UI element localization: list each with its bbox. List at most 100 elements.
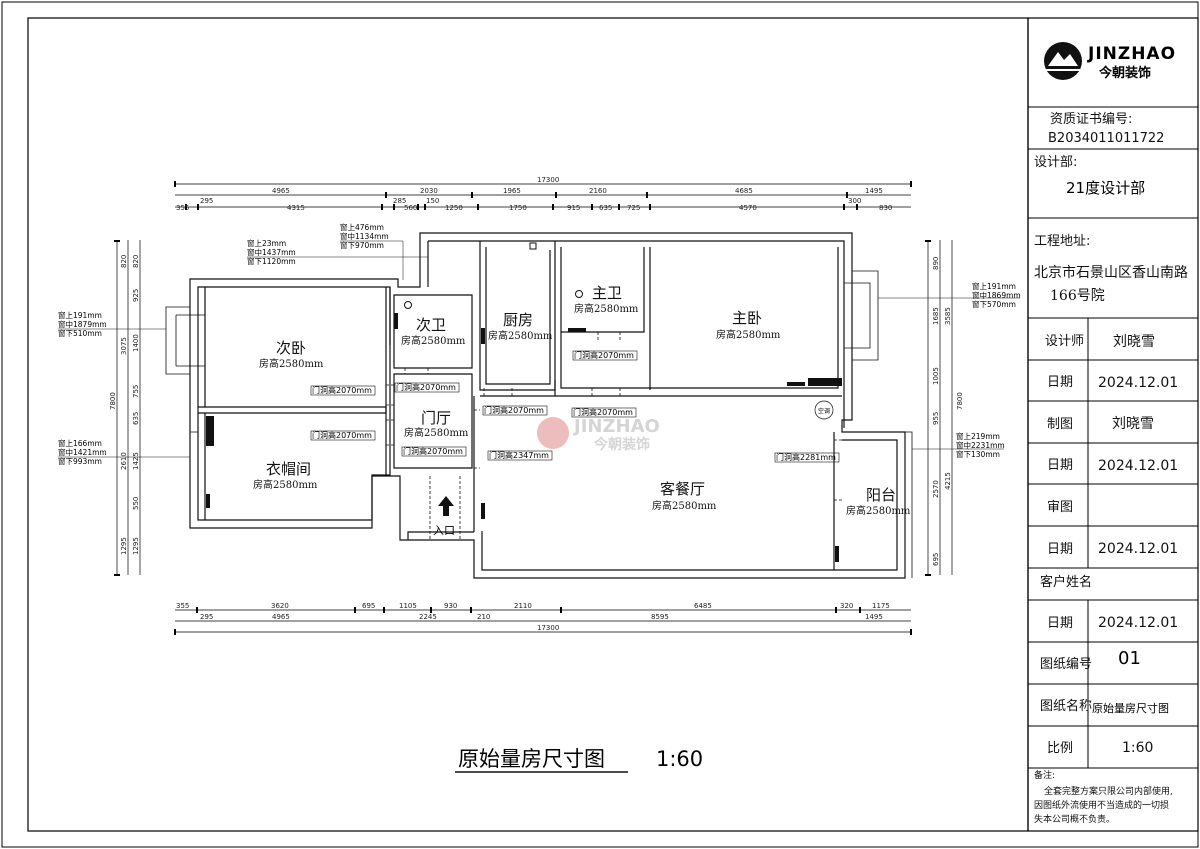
master-bath-name: 主卫 <box>592 284 622 302</box>
dim-top-r2-13: 300 <box>848 197 861 205</box>
dim-bot-r1-6: 2110 <box>514 602 532 610</box>
dim-top-r2-8: 1750 <box>509 204 527 212</box>
drawing-no-label: 图纸编号 <box>1040 657 1092 672</box>
dim-bot-r1-7: 6485 <box>694 602 712 610</box>
door-height-9: 门洞高2281mm <box>776 452 836 462</box>
designer-value: 刘晓雪 <box>1113 334 1155 350</box>
drafter-value: 刘晓雪 <box>1112 416 1154 432</box>
ac-label: 空调 <box>818 407 830 415</box>
vertical-dimension-texts: 7800 820 3075 2610 1295 820 925 1400 755… <box>109 255 964 566</box>
date1-label: 日期 <box>1047 375 1073 390</box>
dim-top-r2-1: 355 <box>176 204 189 212</box>
window-bays <box>165 270 913 578</box>
dim-right-r2-1: 890 <box>932 257 940 270</box>
fixtures <box>206 313 842 562</box>
dimension-lines <box>116 183 953 633</box>
second-bath-height: 房高2580mm <box>401 334 466 347</box>
door-height-6: 门洞高2070mm <box>573 407 633 417</box>
dim-left-total: 7800 <box>109 392 117 410</box>
drawing-frame <box>27 17 1029 832</box>
win-top-center-1: 窗上476mm <box>340 222 384 232</box>
kitchen-height: 房高2580mm <box>488 329 553 342</box>
dim-left-r2-5: 635 <box>132 412 140 425</box>
dim-right-r2-4: 955 <box>932 412 940 425</box>
door-openings <box>386 332 842 540</box>
second-bedroom-name: 次卧 <box>276 339 306 357</box>
drawing-scale: 1:60 <box>656 747 703 771</box>
logo-text-cn: 今朝装饰 <box>1098 65 1151 81</box>
dim-right-r2-6: 695 <box>932 553 940 566</box>
dim-bot-r1-9: 1175 <box>872 602 890 610</box>
balcony-radiator-icon <box>835 546 839 562</box>
win-top-left-2: 窗中1437mm <box>247 247 296 257</box>
win-right-lower-2: 窗中2231mm <box>956 440 1005 450</box>
dim-left-r1-3: 2610 <box>120 452 128 470</box>
master-bath-height: 房高2580mm <box>574 302 639 315</box>
designer-label: 设计师 <box>1045 334 1084 349</box>
notes-line-1: 全套完整方案只限公司内部使用, <box>1044 785 1173 797</box>
dim-top-r1-1: 4965 <box>272 187 290 195</box>
win-left-lower-1: 窗上166mm <box>58 438 102 448</box>
door-height-8: 门洞高2347mm <box>489 450 549 460</box>
win-right-upper-1: 窗上191mm <box>972 281 1016 291</box>
address-line-1: 北京市石景山区香山南路 <box>1034 264 1188 281</box>
notes-line-3: 失本公司概不负责。 <box>1034 813 1115 825</box>
date4-value: 2024.12.01 <box>1098 615 1178 631</box>
drawing-name-label: 图纸名称 <box>1040 698 1092 714</box>
dim-top-r1-4: 2160 <box>589 187 607 195</box>
dim-right-r2-3: 1005 <box>932 367 940 385</box>
kitchen-name: 厨房 <box>503 311 533 329</box>
dimension-ticks <box>114 181 931 635</box>
date4-label: 日期 <box>1047 616 1073 631</box>
master-bath-drain-icon <box>575 290 583 298</box>
notes-line-2: 因图纸外流使用不当造成的一切损 <box>1034 799 1169 811</box>
dim-top-r2-2: 295 <box>200 197 213 205</box>
living-dining-name: 客餐厅 <box>660 480 705 498</box>
jinzhao-logo: JINZHAO 今朝装饰 <box>1044 42 1176 81</box>
dim-bot-r2-2: 4965 <box>272 613 290 621</box>
master-bedroom-name: 主卧 <box>732 309 762 327</box>
scale-label: 比例 <box>1047 741 1073 756</box>
win-right-lower-1: 窗上219mm <box>956 431 1000 441</box>
qualification-number: B2034011011722 <box>1048 131 1164 146</box>
win-right-upper-2: 窗中1869mm <box>972 290 1021 300</box>
dim-left-r2-3: 1400 <box>132 334 140 352</box>
entrance-label: 入口 <box>433 524 455 537</box>
win-left-upper-2: 窗中1879mm <box>58 319 107 329</box>
walls <box>189 232 906 579</box>
title-block-frame <box>1027 17 1199 832</box>
drawing-title: 原始量房尺寸图 <box>458 747 605 771</box>
master-bedroom-height: 房高2580mm <box>716 328 781 341</box>
dim-left-r1-1: 820 <box>120 255 128 268</box>
dim-top-r2-12: 4570 <box>739 204 757 212</box>
window-labels: 窗上476mm 窗中1134mm 窗下970mm 窗上23mm 窗中1437mm… <box>58 222 1021 466</box>
dim-right-r2-5: 2570 <box>932 480 940 498</box>
dim-top-r2-4: 285 <box>393 197 406 205</box>
dim-top-r2-7: 1250 <box>445 204 463 212</box>
win-left-lower-2: 窗中1421mm <box>58 447 107 457</box>
win-top-left-1: 窗上23mm <box>247 238 286 248</box>
logo-text-en: JINZHAO <box>1087 44 1176 64</box>
date3-value: 2024.12.01 <box>1098 541 1178 557</box>
dim-bot-r2-1: 295 <box>200 613 213 621</box>
dim-top-total: 17300 <box>537 176 559 184</box>
door-height-5: 门洞高2070mm <box>484 405 544 415</box>
dim-right-r2-2: 1685 <box>932 307 940 325</box>
client-label: 客户姓名 <box>1040 574 1092 590</box>
second-bedroom-height: 房高2580mm <box>259 357 324 370</box>
date2-label: 日期 <box>1047 458 1073 473</box>
bedroom-pipe-icon <box>787 382 805 386</box>
address-line-2: 166号院 <box>1050 288 1105 304</box>
win-right-lower-3: 窗下130mm <box>956 449 1000 459</box>
door-height-4: 门洞高2070mm <box>403 446 463 456</box>
win-left-lower-3: 窗下993mm <box>58 456 102 466</box>
dim-top-r1-6: 1495 <box>865 187 883 195</box>
dim-bot-total: 17300 <box>537 624 559 632</box>
room-labels: 次卧 房高2580mm 次卫 房高2580mm 厨房 房高2580mm 主卫 房… <box>253 284 911 517</box>
foyer-name: 门厅 <box>421 409 451 427</box>
door-height-3: 门洞高2070mm <box>396 382 456 392</box>
drawing-no-value: 01 <box>1118 648 1141 669</box>
date1-value: 2024.12.01 <box>1098 375 1178 391</box>
win-right-upper-3: 窗下570mm <box>972 299 1016 309</box>
watermark-text-cn: 今朝装饰 <box>593 436 650 453</box>
